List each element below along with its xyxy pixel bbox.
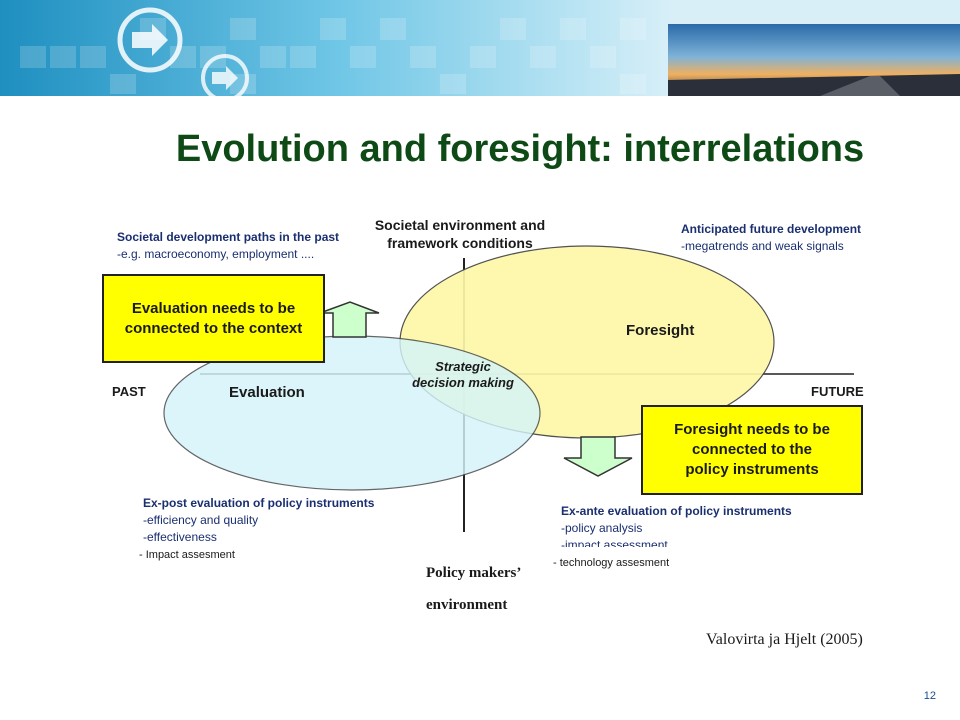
- foresight-label: Foresight: [626, 322, 695, 339]
- up-arrow-icon: [319, 301, 380, 338]
- technology-assessment-label: - technology assesment: [553, 557, 670, 569]
- landscape-photo: [668, 24, 960, 96]
- past-axis-label: PAST: [112, 384, 146, 399]
- policy-makers-label: Policy makers’ environment: [426, 565, 522, 613]
- societal-environment-label: Societal environment and framework condi…: [374, 217, 546, 251]
- past-development-label: Societal development paths in the past -…: [117, 230, 340, 261]
- evaluation-context-callout: Evaluation needs to be connected to the …: [102, 274, 325, 363]
- header-banner: [0, 0, 960, 96]
- citation: Valovirta ja Hjelt (2005): [706, 631, 863, 648]
- ex-post-evaluation-label: Ex-post evaluation of policy instruments…: [143, 496, 375, 544]
- evaluation-label: Evaluation: [229, 384, 305, 401]
- page-number: 12: [923, 690, 936, 702]
- down-arrow-icon: [563, 436, 633, 477]
- slide-title: Evolution and foresight: interrelations: [175, 128, 865, 170]
- ex-ante-evaluation-label: Ex-ante evaluation of policy instruments…: [561, 504, 792, 547]
- foresight-policy-callout: Foresight needs to be connected to the p…: [641, 405, 863, 495]
- future-development-label: Anticipated future development -megatren…: [681, 222, 862, 253]
- arrow-circle-icon: [117, 7, 183, 73]
- strategic-decision-label: Strategic decision making: [412, 359, 514, 390]
- future-axis-label: FUTURE: [811, 384, 864, 399]
- arrow-circle-icon: [201, 54, 249, 96]
- impact-assessment-label: - Impact assesment: [139, 549, 235, 561]
